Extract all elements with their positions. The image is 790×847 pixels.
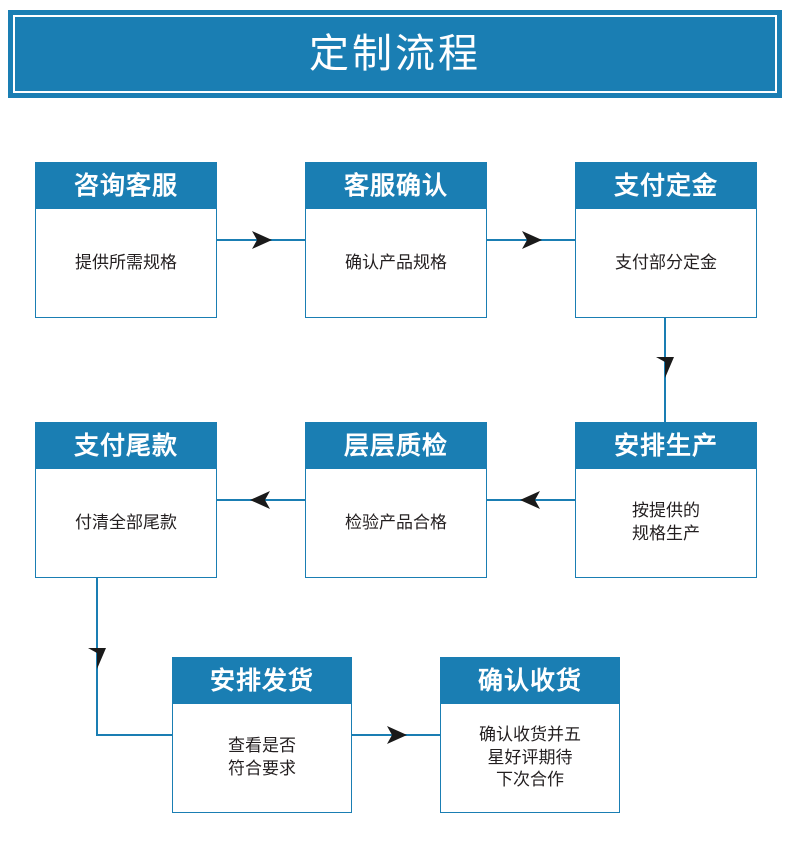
arrowhead-left-icon bbox=[520, 491, 540, 509]
step-7-title: 安排发货 bbox=[173, 658, 351, 704]
arrowhead-down-icon bbox=[656, 357, 674, 378]
connector-5-to-6 bbox=[217, 491, 305, 509]
connector-3-to-4 bbox=[656, 318, 674, 423]
step-card-6[interactable]: 支付尾款 付清全部尾款 bbox=[35, 422, 217, 578]
step-8-body: 确认收货并五 星好评期待 下次合作 bbox=[479, 724, 581, 790]
banner-inner-border: 定制流程 bbox=[13, 15, 777, 93]
connector-6-to-7 bbox=[88, 578, 172, 736]
arrowhead-right-icon bbox=[387, 726, 407, 744]
step-5-title: 层层质检 bbox=[306, 423, 486, 469]
connector-7-to-8 bbox=[352, 726, 440, 744]
step-card-2[interactable]: 客服确认 确认产品规格 bbox=[305, 162, 487, 318]
step-card-1[interactable]: 咨询客服 提供所需规格 bbox=[35, 162, 217, 318]
step-6-body: 付清全部尾款 bbox=[75, 512, 177, 532]
arrowhead-right-icon bbox=[252, 231, 272, 249]
step-2-body: 确认产品规格 bbox=[345, 252, 447, 272]
step-card-3[interactable]: 支付定金 支付部分定金 bbox=[575, 162, 757, 318]
step-5-body: 检验产品合格 bbox=[345, 512, 447, 532]
step-card-7[interactable]: 安排发货 查看是否 符合要求 bbox=[172, 657, 352, 813]
step-4-body: 按提供的 规格生产 bbox=[632, 501, 700, 543]
page-title-banner: 定制流程 bbox=[8, 10, 782, 98]
step-7-body: 查看是否 符合要求 bbox=[228, 736, 296, 778]
step-3-body: 支付部分定金 bbox=[615, 252, 717, 272]
step-3-title: 支付定金 bbox=[576, 163, 756, 209]
arrowhead-right-icon bbox=[522, 231, 542, 249]
step-card-4[interactable]: 安排生产 按提供的 规格生产 bbox=[575, 422, 757, 578]
connector-2-to-3 bbox=[487, 231, 575, 249]
step-card-8[interactable]: 确认收货 确认收货并五 星好评期待 下次合作 bbox=[440, 657, 620, 813]
arrowhead-down-icon bbox=[88, 648, 106, 669]
step-8-title: 确认收货 bbox=[441, 658, 619, 704]
page-title: 定制流程 bbox=[309, 32, 481, 76]
connector-1-to-2 bbox=[217, 231, 305, 249]
connector-4-to-5 bbox=[487, 491, 575, 509]
step-card-5[interactable]: 层层质检 检验产品合格 bbox=[305, 422, 487, 578]
step-1-title: 咨询客服 bbox=[36, 163, 216, 209]
step-2-title: 客服确认 bbox=[306, 163, 486, 209]
step-4-title: 安排生产 bbox=[576, 423, 756, 469]
arrowhead-left-icon bbox=[250, 491, 270, 509]
step-1-body: 提供所需规格 bbox=[75, 252, 177, 272]
step-6-title: 支付尾款 bbox=[36, 423, 216, 469]
